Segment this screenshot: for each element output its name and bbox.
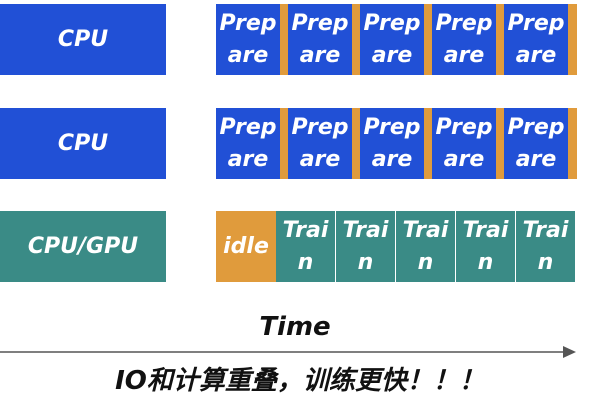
- prepare-text-1: Prep: [363, 114, 421, 140]
- prepare-text-2: are: [515, 146, 557, 172]
- prepare-block: Prep are: [216, 108, 280, 179]
- prepare-block: Prep are: [504, 4, 568, 75]
- train-text-2: n: [357, 249, 374, 275]
- train-text-1: Trai: [282, 217, 329, 243]
- prepare-text-2: are: [443, 42, 485, 68]
- train-text-1: Trai: [522, 217, 569, 243]
- prepare-text-2: are: [515, 42, 557, 68]
- train-block: Trai n: [276, 211, 335, 282]
- prepare-text-2: are: [227, 146, 269, 172]
- prepare-text-1: Prep: [507, 114, 565, 140]
- row-3-label: CPU/GPU: [0, 211, 166, 282]
- prepare-text-1: Prep: [435, 10, 493, 36]
- train-text-2: n: [417, 249, 434, 275]
- train-block: Trai n: [396, 211, 455, 282]
- time-arrow: [0, 346, 576, 358]
- prepare-block: Prep are: [432, 4, 496, 75]
- prepare-block: Prep are: [360, 108, 424, 179]
- prepare-text-2: are: [371, 42, 413, 68]
- row-2-label: CPU: [0, 108, 166, 179]
- train-block: Trai n: [516, 211, 575, 282]
- prepare-text-1: Prep: [507, 10, 565, 36]
- prepare-block: Prep are: [288, 108, 352, 179]
- row-1-label: CPU: [0, 4, 166, 75]
- prepare-block: Prep are: [288, 4, 352, 75]
- caption: IO和计算重叠，训练更快！！！: [115, 366, 485, 396]
- prepare-text-1: Prep: [435, 114, 493, 140]
- train-block: Trai n: [456, 211, 515, 282]
- prepare-text-1: Prep: [219, 114, 277, 140]
- time-axis-label: Time: [259, 312, 331, 342]
- train-text-1: Trai: [462, 217, 509, 243]
- idle-text: idle: [223, 233, 269, 259]
- prepare-text-2: are: [299, 146, 341, 172]
- prepare-text-2: are: [299, 42, 341, 68]
- prepare-block: Prep are: [216, 4, 280, 75]
- prepare-block: Prep are: [504, 108, 568, 179]
- prepare-block: Prep are: [360, 4, 424, 75]
- prepare-text-1: Prep: [363, 10, 421, 36]
- train-text-2: n: [297, 249, 314, 275]
- prepare-text-2: are: [227, 42, 269, 68]
- idle-block: idle: [216, 211, 276, 282]
- prepare-text-1: Prep: [219, 10, 277, 36]
- train-block: Trai n: [336, 211, 395, 282]
- train-text-2: n: [537, 249, 554, 275]
- prepare-text-2: are: [371, 146, 413, 172]
- train-text-1: Trai: [402, 217, 449, 243]
- prepare-text-1: Prep: [291, 10, 349, 36]
- prepare-text-2: are: [443, 146, 485, 172]
- prepare-text-1: Prep: [291, 114, 349, 140]
- train-text-1: Trai: [342, 217, 389, 243]
- train-text-2: n: [477, 249, 494, 275]
- prepare-block: Prep are: [432, 108, 496, 179]
